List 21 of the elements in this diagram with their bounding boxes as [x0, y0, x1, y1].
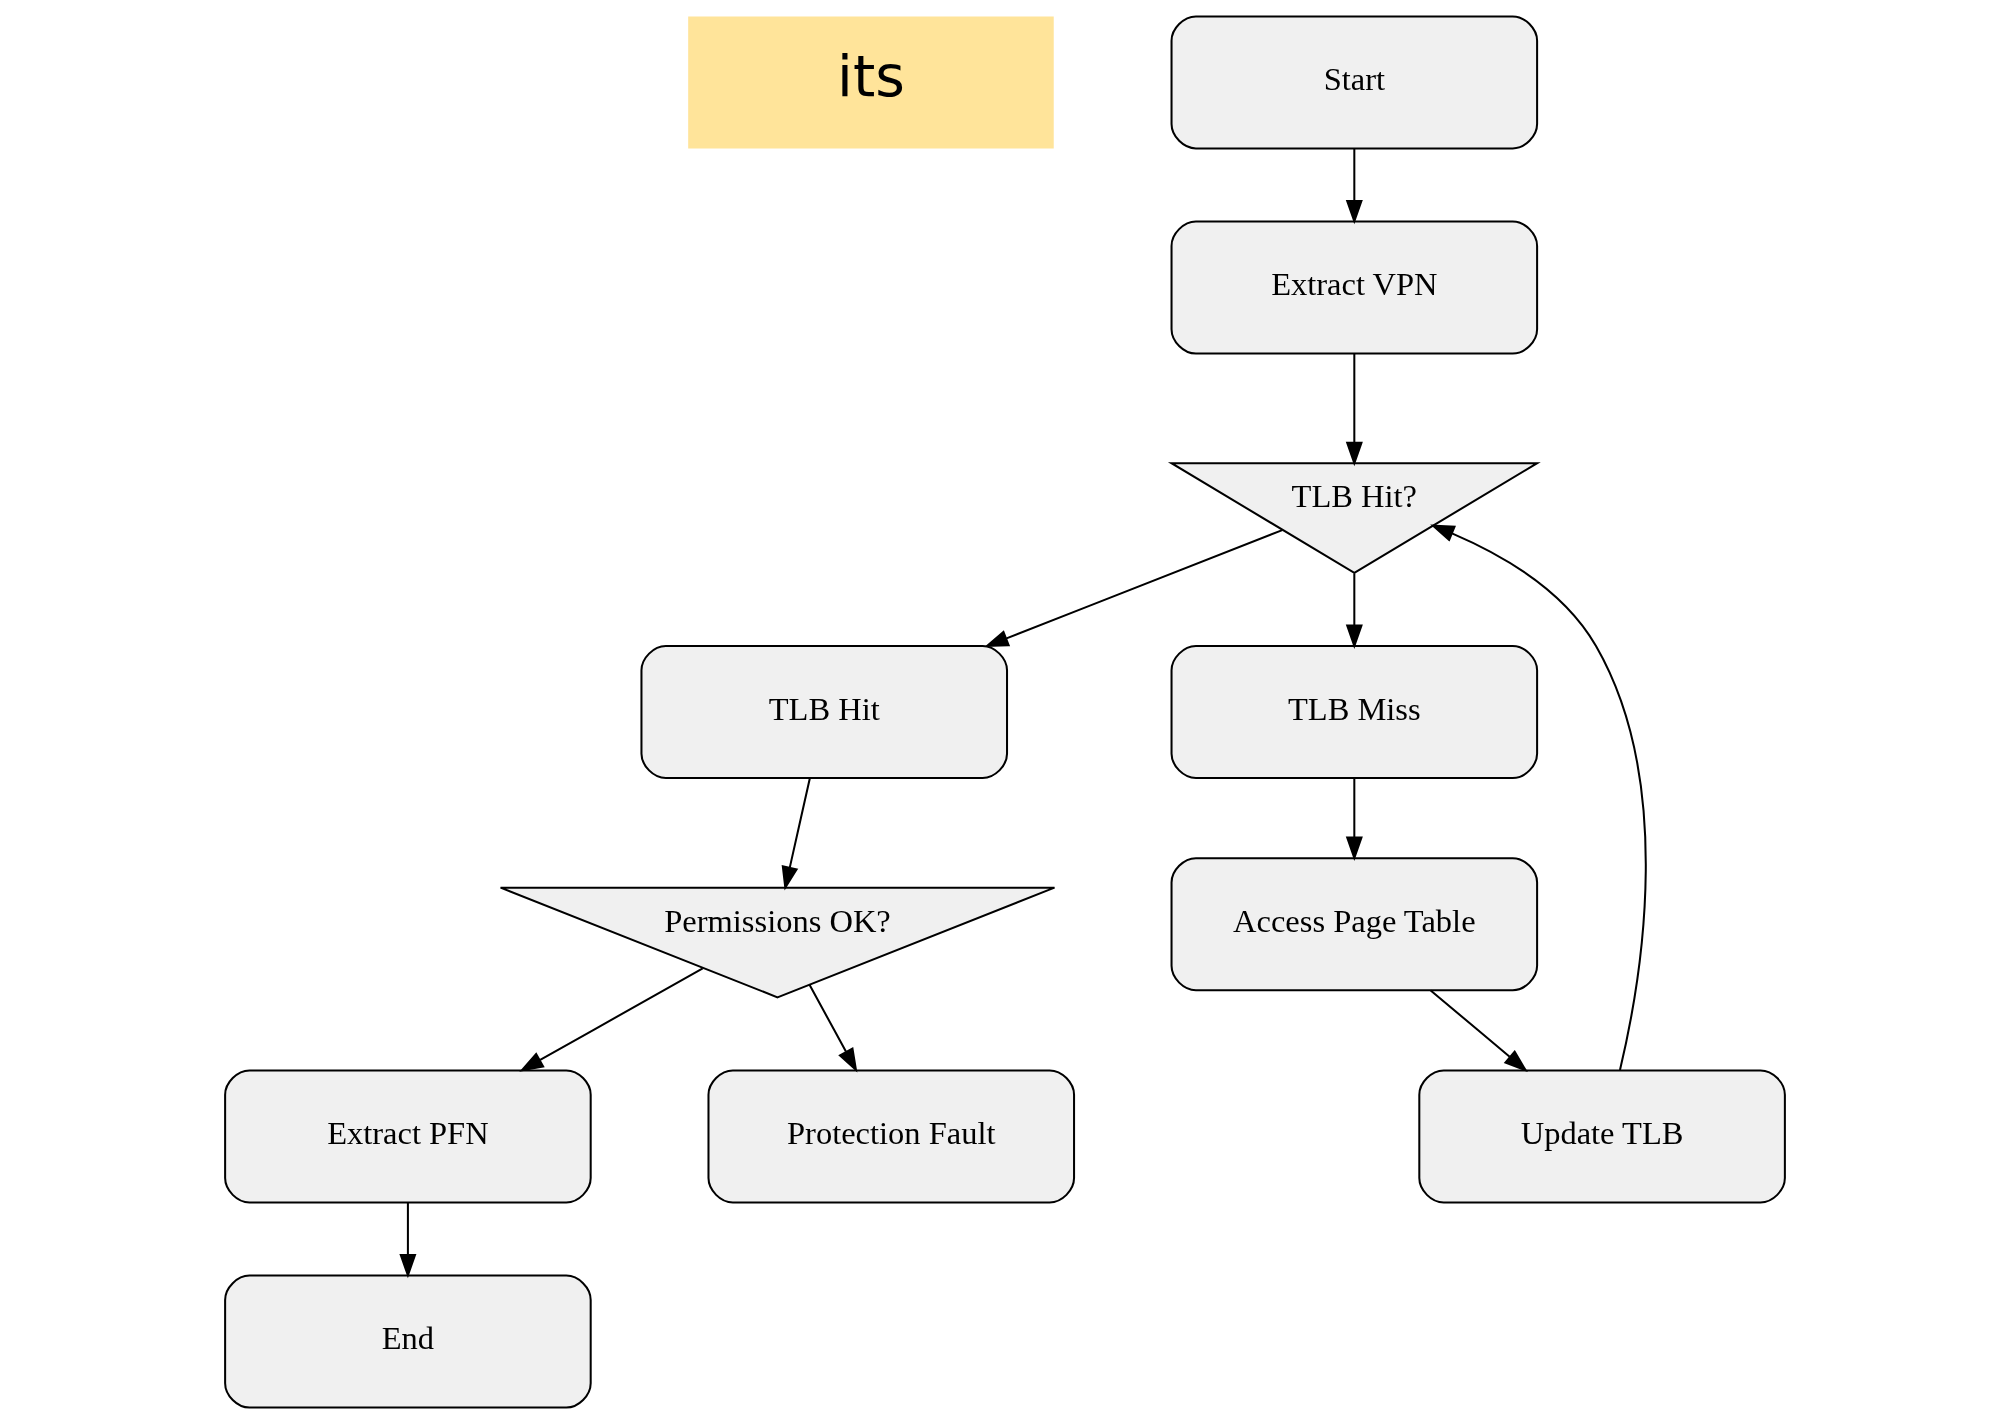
- arrow: [519, 967, 704, 1072]
- node-box: Extract PFN: [224, 1069, 592, 1204]
- arrow: [1345, 573, 1363, 649]
- node-box: Start: [1170, 15, 1539, 150]
- node-box: Protection Fault: [707, 1069, 1076, 1204]
- node-box: TLB Miss: [1170, 644, 1539, 780]
- arrow: [984, 529, 1283, 648]
- arrow: [1345, 778, 1363, 861]
- arrow: [808, 984, 858, 1073]
- arrow: [1345, 353, 1363, 467]
- node-box: Access Page Table: [1170, 857, 1539, 992]
- node-box: Update TLB: [1418, 1069, 1786, 1204]
- arrow: [399, 1202, 417, 1279]
- arrow: [1430, 524, 1647, 1071]
- node-box: TLB Hit: [640, 644, 1009, 780]
- node-box: Extract VPN: [1170, 220, 1539, 355]
- arrow: [1345, 148, 1363, 225]
- label: its: [837, 43, 905, 110]
- node-box: End: [224, 1274, 592, 1409]
- arrow: [1430, 989, 1528, 1073]
- arrow: [781, 777, 811, 891]
